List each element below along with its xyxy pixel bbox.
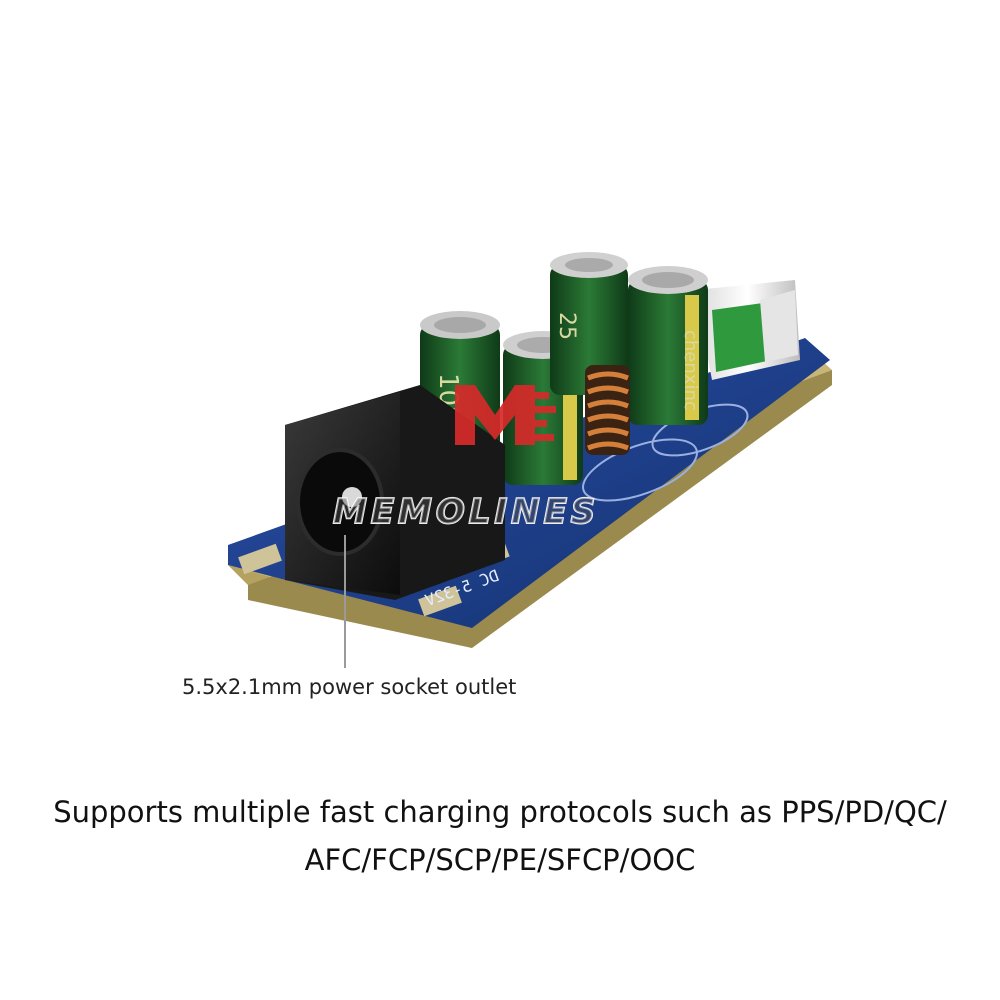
svg-text:MEMOLINES: MEMOLINES (333, 492, 599, 532)
inductor-coil (585, 365, 630, 455)
callout-label: 5.5x2.1mm power socket outlet (182, 675, 517, 699)
capacitor-right: chenxinc (628, 266, 708, 425)
svg-text:MEMOLINES: MEMOLINES (333, 492, 599, 532)
caption-line-1: Supports multiple fast charging protocol… (53, 795, 947, 829)
caption-line-2: AFC/FCP/SCP/PE/SFCP/OOC (304, 843, 696, 877)
svg-text:chenxinc: chenxinc (680, 330, 701, 411)
svg-text:25: 25 (554, 312, 579, 340)
watermark-logo: MEMOLINES MEMOLINES (332, 385, 599, 533)
capacitor-back: 25 (550, 252, 628, 395)
usb-port (695, 280, 800, 380)
dc-power-jack (285, 385, 505, 600)
